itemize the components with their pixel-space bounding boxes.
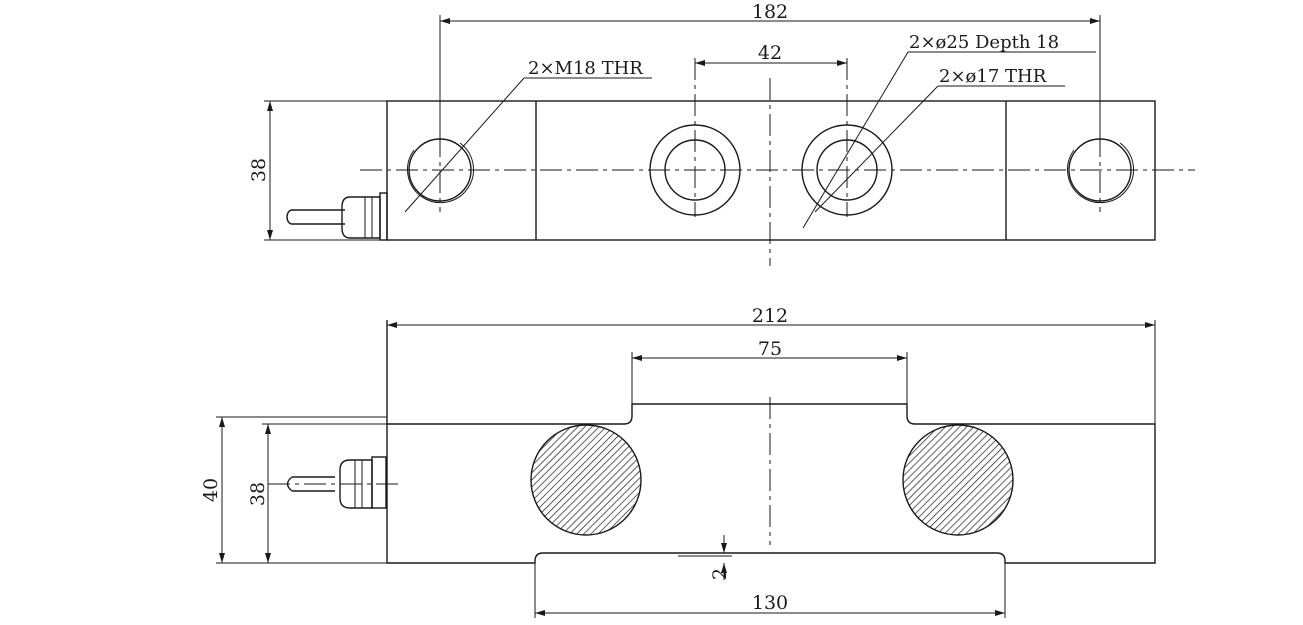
dimension-130: 130 [534,560,1006,618]
dimension-212: 212 [387,305,1155,328]
side-body-outline [386,403,1156,564]
dimension-label: 38 [247,482,269,506]
counterbore-hole-1 [649,58,741,217]
dimension-label: 38 [248,158,270,182]
dimension-182: 182 [439,1,1101,135]
dimension-38-side: 38 [247,423,387,563]
hatched-section-left [530,424,642,536]
callout-label: 2×M18 THR [528,58,643,79]
dimension-38-top: 38 [248,100,387,241]
cable-gland-side [268,456,400,509]
dimension-label: 40 [200,478,222,502]
top-view: 182 42 38 2×M18 THR 2×ø25 Depth 18 [248,1,1195,266]
dimension-42: 42 [695,42,847,66]
bottom-view: 212 75 130 40 38 [200,305,1156,618]
callout-through-hole: 2×ø17 THR [814,66,1065,213]
threaded-hole-left [407,135,474,212]
hatched-section-right [902,424,1014,536]
cable-gland-top [286,192,388,241]
dimension-label: 42 [758,42,782,64]
callout-label: 2×ø17 THR [939,66,1047,87]
dimension-label: 75 [758,338,782,360]
threaded-hole-right [1067,135,1134,212]
dimension-40: 40 [200,416,387,564]
dimension-label: 130 [752,592,788,614]
counterbore-hole-2 [801,58,893,217]
callout-label: 2×ø25 Depth 18 [909,32,1059,53]
dimension-label: 2 [709,568,731,580]
callout-counterbore: 2×ø25 Depth 18 [802,32,1096,229]
dimension-label: 212 [752,305,788,327]
dimension-75: 75 [631,338,908,404]
callout-m18: 2×M18 THR [404,58,652,213]
dimension-label: 182 [752,1,788,23]
dimension-2: 2 [678,535,732,580]
